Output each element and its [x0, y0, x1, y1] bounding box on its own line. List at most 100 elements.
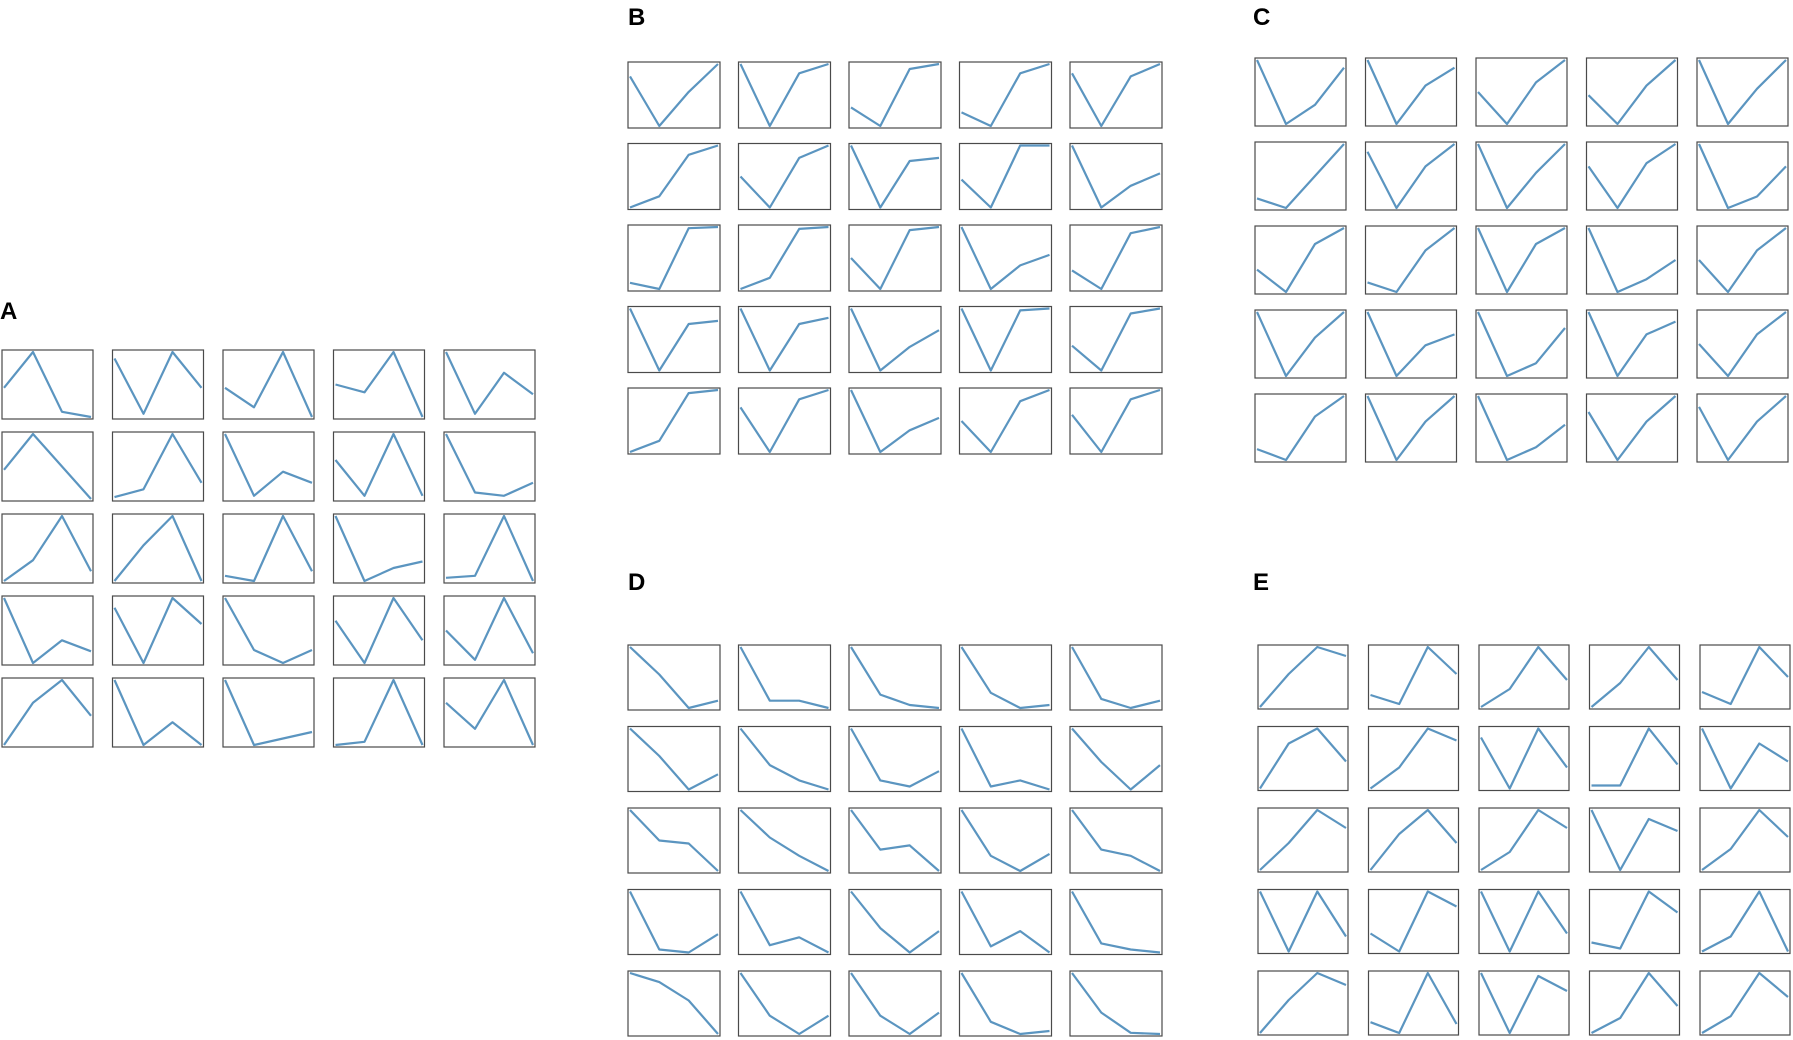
- plot-frame: [627, 807, 721, 874]
- plot-frame: [737, 644, 832, 711]
- plot-frame: [1069, 970, 1163, 1037]
- panel-c-label: C: [1253, 4, 1270, 31]
- small-multiple-b-16: [627, 305, 721, 374]
- plot-frame: [1254, 225, 1347, 295]
- small-multiple-d-18: [848, 888, 942, 956]
- small-multiple-a-4: [332, 349, 426, 420]
- small-multiple-d-13: [848, 807, 942, 874]
- plot-frame: [1585, 225, 1679, 295]
- plot-frame: [1475, 393, 1568, 463]
- small-multiple-b-13: [848, 224, 942, 292]
- plot-frame: [848, 305, 942, 374]
- small-multiple-d-10: [1069, 725, 1163, 793]
- series-line: [1366, 395, 1456, 462]
- plot-frame: [848, 807, 942, 874]
- small-multiple-e-25: [1699, 970, 1791, 1036]
- plot-frame: [1257, 807, 1349, 873]
- series-line: [1071, 972, 1161, 1036]
- panel-d-label: D: [628, 569, 645, 596]
- small-multiple-a-1: [1, 349, 94, 420]
- small-multiple-e-9: [1588, 725, 1681, 792]
- series-line: [334, 515, 423, 583]
- plot-frame: [1364, 141, 1458, 211]
- small-multiple-c-22: [1364, 393, 1458, 463]
- plot-frame: [737, 61, 832, 129]
- series-line: [850, 972, 940, 1036]
- small-multiple-d-7: [737, 725, 832, 793]
- series-line: [1369, 727, 1457, 790]
- series-line: [960, 972, 1050, 1036]
- small-multiple-b-6: [627, 142, 721, 211]
- small-multiple-d-6: [627, 725, 721, 793]
- series-line: [739, 308, 829, 372]
- series-line: [3, 514, 92, 582]
- series-line: [1480, 972, 1568, 1035]
- small-multiple-c-11: [1254, 225, 1347, 295]
- plot-frame: [1, 513, 94, 584]
- small-multiple-a-23: [222, 677, 315, 748]
- small-multiple-a-14: [332, 513, 426, 584]
- small-multiple-b-17: [737, 305, 832, 374]
- plot-frame: [443, 595, 536, 666]
- small-multiple-a-15: [443, 513, 536, 584]
- panel-e-grid: [1257, 644, 1791, 1036]
- series-line: [1259, 727, 1347, 790]
- series-line: [113, 350, 203, 415]
- series-line: [1476, 395, 1566, 462]
- series-line: [445, 351, 534, 415]
- small-multiple-c-25: [1696, 393, 1789, 463]
- small-multiple-b-10: [1069, 142, 1163, 211]
- small-multiple-a-22: [111, 677, 205, 748]
- plot-frame: [1478, 807, 1570, 873]
- plot-frame: [1364, 393, 1458, 463]
- plot-frame: [737, 224, 832, 292]
- plot-frame: [958, 807, 1053, 874]
- series-line: [1071, 145, 1161, 209]
- plot-frame: [737, 725, 832, 793]
- plot-frame: [1478, 725, 1570, 792]
- plot-frame: [958, 305, 1053, 374]
- plot-frame: [1699, 807, 1791, 873]
- plot-frame: [737, 305, 832, 374]
- plot-frame: [1475, 141, 1568, 211]
- series-line: [1480, 727, 1568, 790]
- series-line: [1476, 227, 1566, 294]
- plot-frame: [111, 677, 205, 748]
- plot-frame: [1588, 970, 1681, 1036]
- series-line: [1259, 808, 1347, 871]
- small-multiple-a-10: [443, 431, 536, 502]
- plot-frame: [1069, 387, 1163, 455]
- plot-frame: [958, 888, 1053, 956]
- plot-frame: [958, 61, 1053, 129]
- plot-frame: [627, 142, 721, 211]
- plot-frame: [1254, 393, 1347, 463]
- small-multiple-e-21: [1257, 970, 1349, 1036]
- plot-frame: [1696, 393, 1789, 463]
- small-multiple-d-5: [1069, 644, 1163, 711]
- series-line: [1367, 227, 1456, 294]
- plot-frame: [332, 595, 426, 666]
- plot-frame: [848, 644, 942, 711]
- small-multiple-b-3: [848, 61, 942, 129]
- plot-frame: [737, 807, 832, 874]
- plot-frame: [222, 349, 315, 420]
- small-multiple-e-8: [1478, 725, 1570, 792]
- series-line: [1477, 59, 1566, 126]
- small-multiple-e-17: [1367, 888, 1460, 955]
- plot-frame: [1, 595, 94, 666]
- plot-frame: [1364, 225, 1458, 295]
- plot-frame: [1367, 807, 1460, 873]
- plot-frame: [1367, 644, 1460, 710]
- small-multiple-e-12: [1367, 807, 1460, 873]
- small-multiple-d-16: [627, 888, 721, 956]
- plot-frame: [1069, 807, 1163, 874]
- series-line: [1369, 890, 1458, 953]
- series-line: [739, 646, 829, 710]
- small-multiple-d-4: [958, 644, 1053, 711]
- small-multiple-e-22: [1367, 970, 1460, 1036]
- small-multiple-e-20: [1699, 888, 1791, 955]
- small-multiple-c-19: [1585, 309, 1679, 379]
- series-line: [1259, 645, 1347, 708]
- plot-frame: [1699, 888, 1791, 955]
- plot-frame: [1069, 224, 1163, 292]
